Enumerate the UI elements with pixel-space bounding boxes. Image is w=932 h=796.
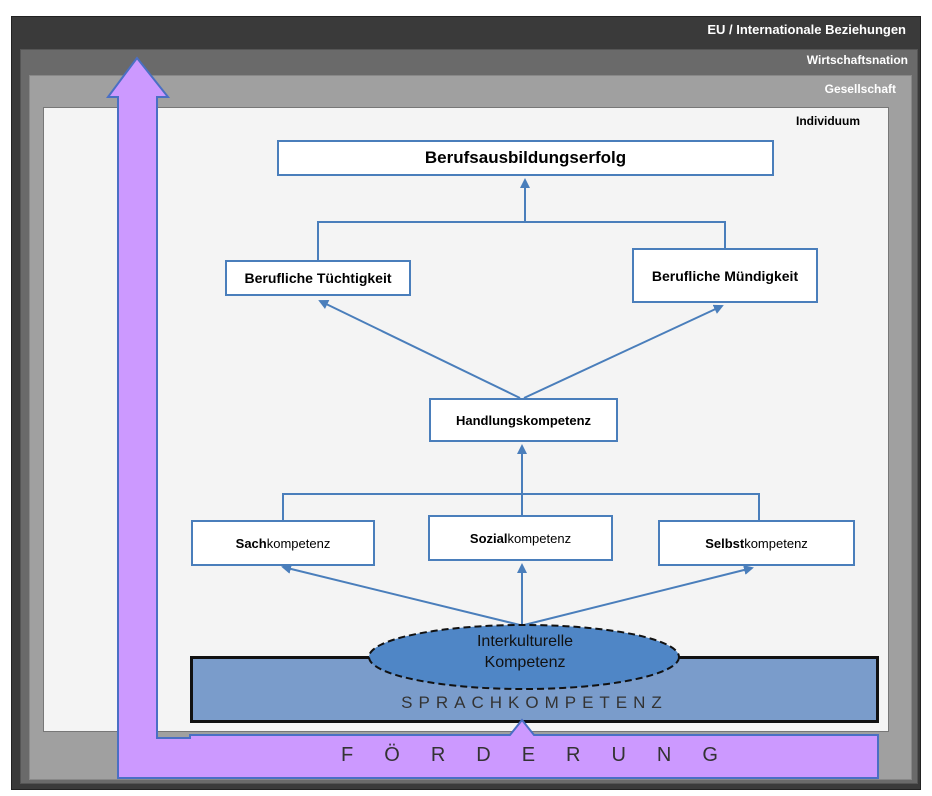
label-individuum: Individuum [796,114,860,128]
foerderung-arrow [106,56,879,779]
sach-suffix: kompetenz [266,535,331,551]
sach-bold: Sach [235,535,267,551]
connector-handlung-out [318,299,724,399]
selbst-bold: Selbst [705,535,745,551]
interkulturelle-line-2: Kompetenz [484,654,566,671]
selbst-suffix: kompetenz [744,535,808,551]
interkulturelle-label: Interkulturelle Kompetenz [405,631,645,673]
connector-kompetenzen [282,444,760,520]
box-handlungskompetenz: Handlungskompetenz [429,398,618,442]
label-wirtschaftsnation: Wirtschaftsnation [806,53,908,67]
interkulturelle-line-1: Interkulturelle [476,633,574,650]
box-berufliche-muendigkeit: Berufliche Mündigkeit [632,248,818,303]
foerderung-label: FÖRDERUNG [341,744,749,766]
sozial-bold: Sozial [469,530,508,546]
interkulturelle-ellipse [368,624,680,690]
box-berufsausbildungserfolg: Berufsausbildungserfolg [277,140,774,176]
box-berufliche-tuechtigkeit: Berufliche Tüchtigkeit [225,260,411,296]
label-eu: EU / Internationale Beziehungen [707,22,906,37]
sozial-suffix: kompetenz [507,530,572,546]
label-gesellschaft: Gesellschaft [824,82,896,96]
sprachkompetenz-label: SPRACHKOMPETENZ [401,693,668,712]
connector-erfolg [317,178,726,260]
connector-interkulturell [281,563,754,626]
